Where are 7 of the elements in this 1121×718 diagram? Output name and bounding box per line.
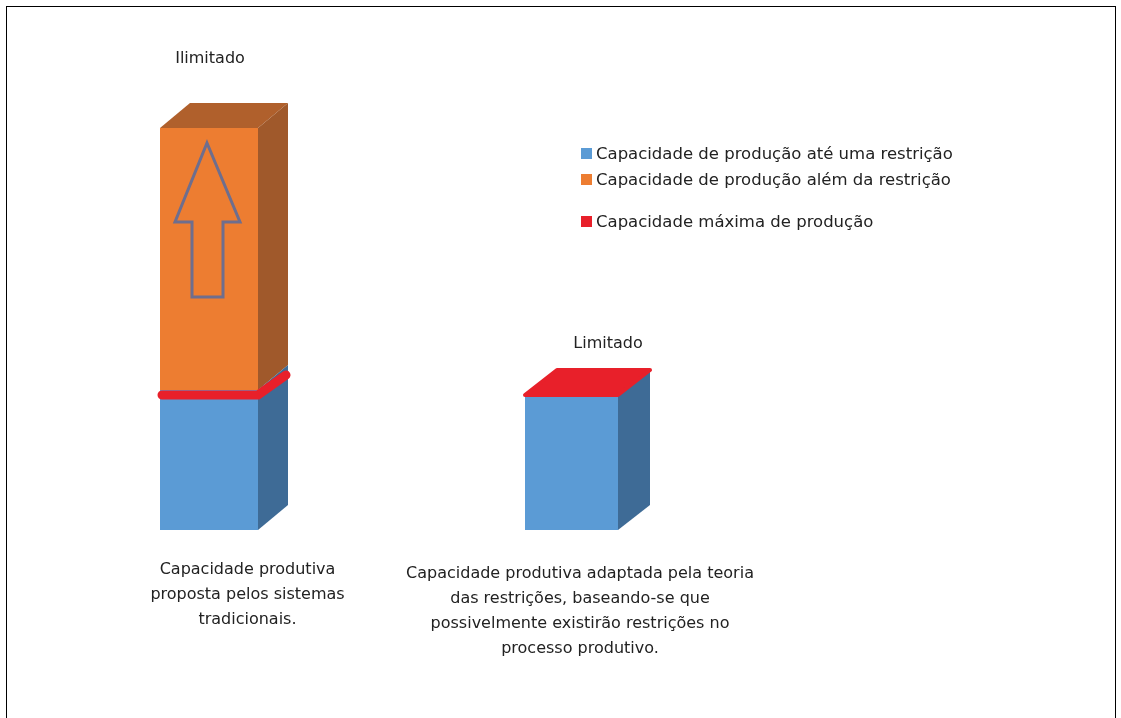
- legend-label: Capacidade de produção além da restrição: [596, 170, 951, 189]
- bar-caption: Capacidade produtiva proposta pelos sistemas tradicionais.: [149, 558, 346, 630]
- legend-label: Capacidade máxima de produção: [596, 212, 874, 231]
- bar-caption: Capacidade produtiva adaptada pela teoria das restrições, baseando-se que possivelmente existirão restrições no processo produtivo.: [405, 562, 755, 659]
- bar-label: Ilimitado: [175, 48, 245, 67]
- bar-label: Limitado: [573, 333, 643, 352]
- legend-label: Capacidade de produção até uma restrição: [596, 144, 953, 163]
